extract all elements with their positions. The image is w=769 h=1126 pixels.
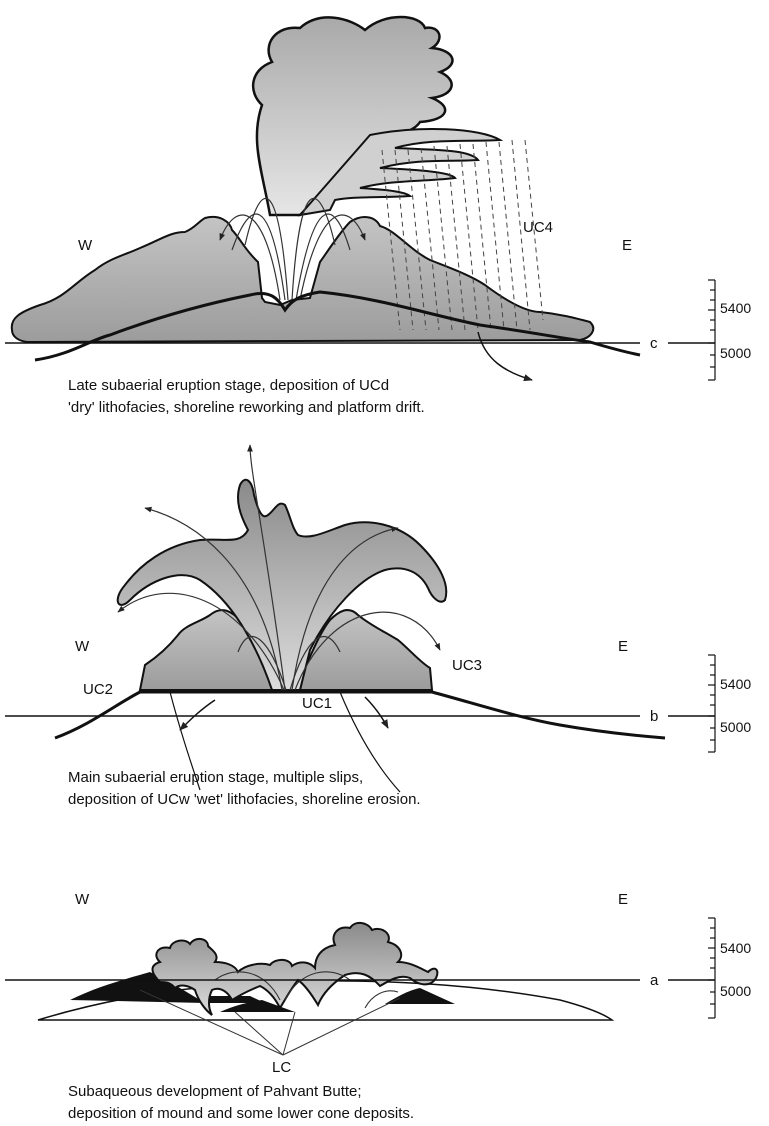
caption-middle-line2: deposition of UCw 'wet' lithofacies, sho… — [68, 791, 421, 808]
east-label-top: E — [622, 237, 632, 254]
scale-5400-bottom: 5400 — [720, 940, 751, 956]
west-label-bottom: W — [75, 891, 90, 908]
panel-main-subaerial-stage: W E UC2 UC1 UC3 b 5400 5000 Main subaeri… — [5, 445, 751, 808]
panel-subaqueous-stage: W E LC a 5400 5000 Subaqueous developmen… — [5, 891, 751, 1122]
unit-label-uc3: UC3 — [452, 657, 482, 674]
caption-bottom-line1: Subaqueous development of Pahvant Butte; — [68, 1083, 362, 1100]
scale-5400-middle: 5400 — [720, 676, 751, 692]
caption-middle-line1: Main subaerial eruption stage, multiple … — [68, 769, 363, 786]
caption-top-line2: 'dry' lithofacies, shoreline reworking a… — [68, 399, 425, 416]
west-label-middle: W — [75, 638, 90, 655]
east-label-bottom: E — [618, 891, 628, 908]
scale-5000-top: 5000 — [720, 345, 751, 361]
west-label-top: W — [78, 237, 93, 254]
caption-bottom-line2: deposition of mound and some lower cone … — [68, 1105, 414, 1122]
level-label-c: c — [650, 335, 658, 352]
tuff-cone-top — [12, 217, 594, 342]
elevation-scale-top — [708, 280, 715, 380]
east-label-middle: E — [618, 638, 628, 655]
slip-arrow-east — [365, 697, 388, 728]
panel-late-subaerial-stage: W E UC4 c 5400 5000 Late subaerial erupt… — [5, 17, 751, 416]
unit-label-uc1: UC1 — [302, 695, 332, 712]
ground-surface-middle — [55, 692, 665, 738]
unit-label-uc2: UC2 — [83, 681, 113, 698]
caption-top-line1: Late subaerial eruption stage, depositio… — [68, 377, 389, 394]
unit-label-uc4: UC4 — [523, 219, 553, 236]
level-label-b: b — [650, 708, 658, 725]
slip-arrow-west — [180, 700, 215, 730]
scale-5400-top: 5400 — [720, 300, 751, 316]
scale-5000-middle: 5000 — [720, 719, 751, 735]
scale-5000-bottom: 5000 — [720, 983, 751, 999]
elevation-scale-middle — [708, 655, 715, 752]
lower-cone-deposit-4 — [385, 988, 455, 1004]
elevation-scale-bottom — [708, 918, 715, 1018]
unit-label-lc: LC — [272, 1059, 291, 1076]
level-label-a: a — [650, 972, 659, 989]
